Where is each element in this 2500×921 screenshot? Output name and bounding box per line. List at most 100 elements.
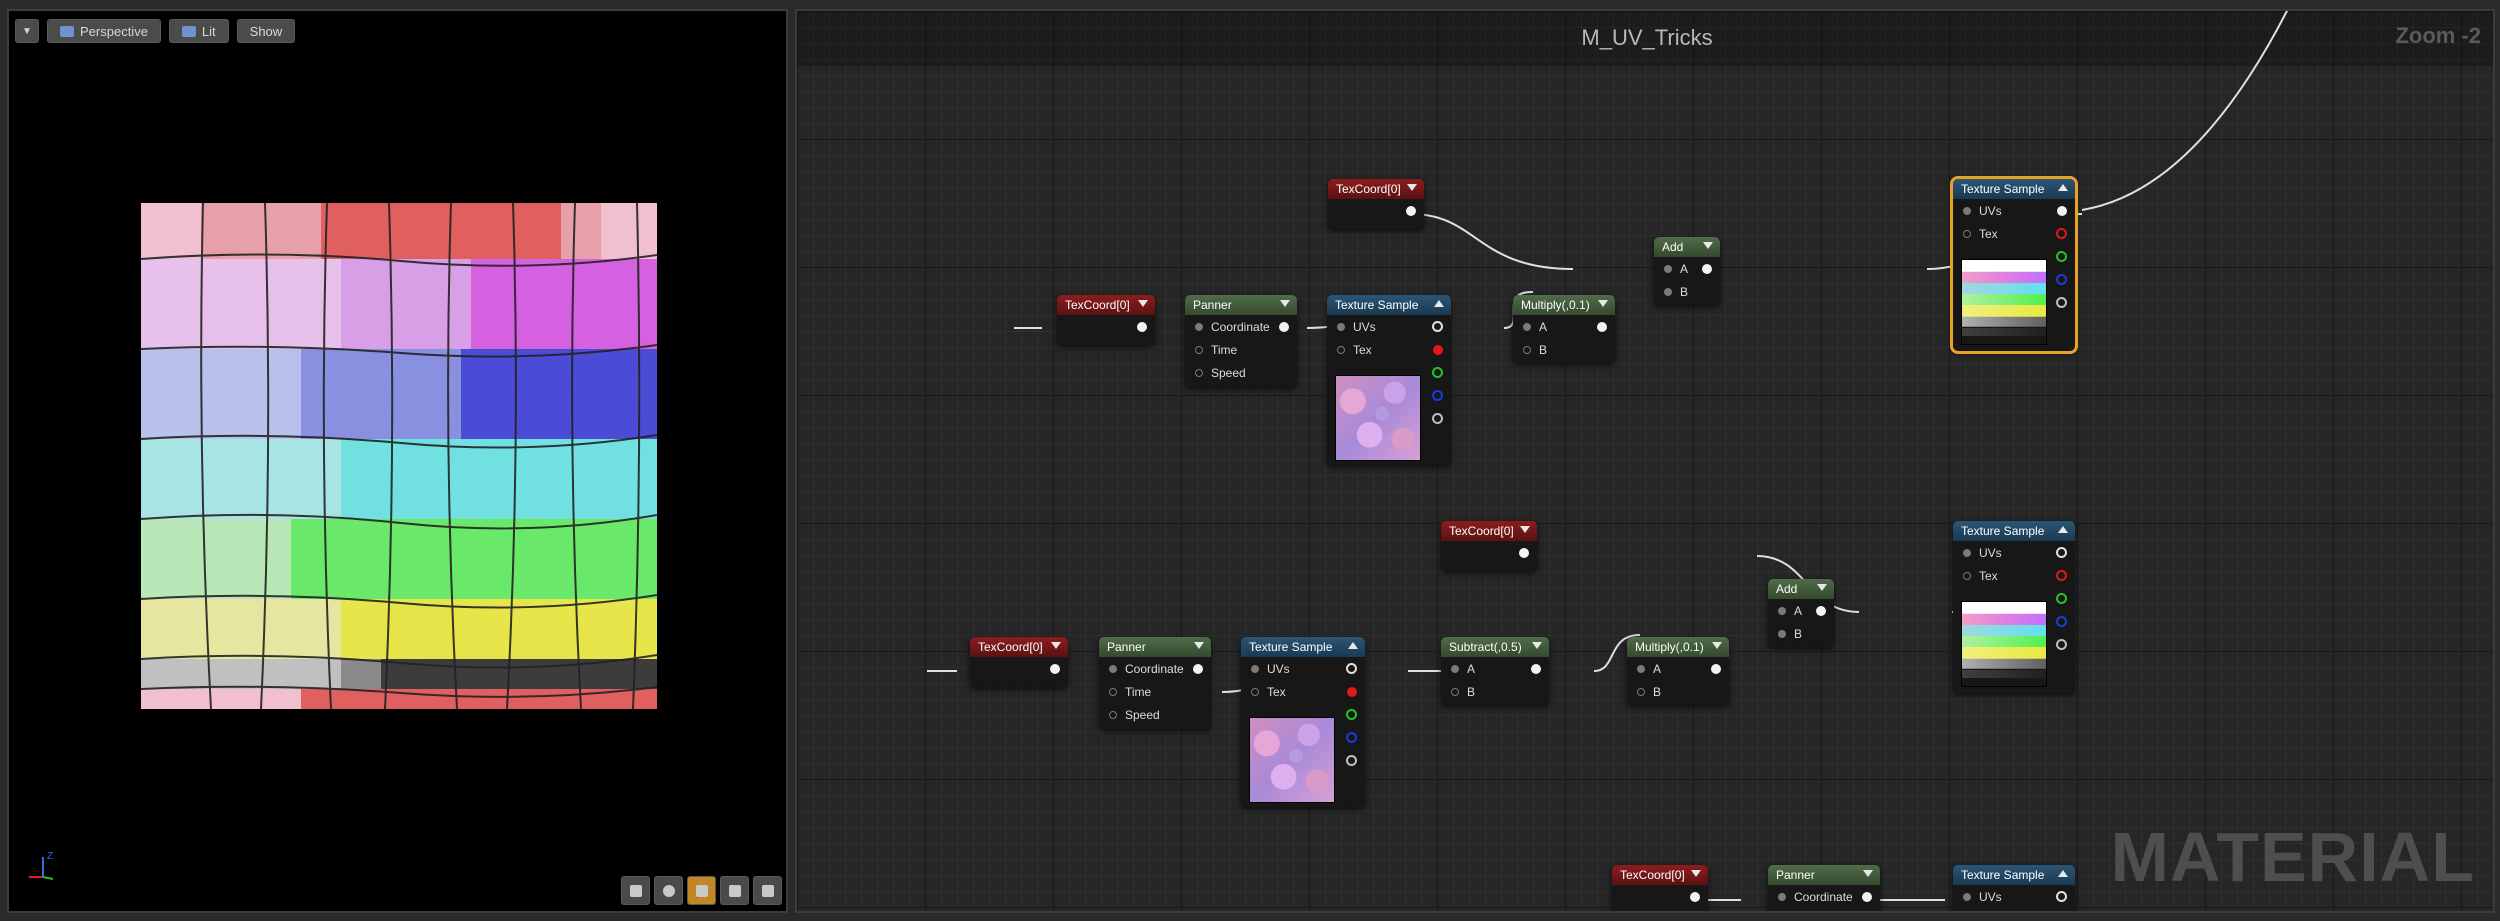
texcoord-node-3[interactable]: TexCoord[0] <box>1441 521 1537 571</box>
texcoord-node-2[interactable]: TexCoord[0] <box>1057 295 1155 345</box>
collapse-icon[interactable] <box>1703 242 1713 249</box>
input-pin[interactable] <box>1195 322 1203 331</box>
collapse-icon[interactable] <box>1051 642 1061 649</box>
collapse-icon[interactable] <box>1280 300 1290 307</box>
input-pin[interactable] <box>1778 629 1786 638</box>
sphere-button[interactable] <box>654 876 683 905</box>
output-pin[interactable] <box>1690 891 1700 902</box>
input-pin[interactable] <box>1195 345 1203 354</box>
show-button[interactable]: Show <box>236 19 296 43</box>
blue-output-pin[interactable] <box>2056 616 2067 627</box>
output-pin[interactable] <box>1137 321 1147 332</box>
texcoord-node-4[interactable]: TexCoord[0] <box>970 637 1068 687</box>
rgb-output-pin[interactable] <box>1346 663 1357 674</box>
input-pin[interactable] <box>1109 710 1117 719</box>
collapse-icon[interactable] <box>2058 870 2068 877</box>
green-output-pin[interactable] <box>2056 593 2067 604</box>
input-pin[interactable] <box>1778 892 1786 901</box>
panner-node-2[interactable]: Panner Coordinate Time Speed <box>1099 637 1211 729</box>
collapse-icon[interactable] <box>1863 870 1873 877</box>
collapse-icon[interactable] <box>1407 184 1417 191</box>
input-pin[interactable] <box>1963 571 1971 580</box>
output-pin[interactable] <box>1711 663 1721 674</box>
input-pin[interactable] <box>1637 687 1645 696</box>
texture-sample-node-3[interactable]: Texture Sample UVs Tex <box>1953 521 2075 693</box>
collapse-icon[interactable] <box>1598 300 1608 307</box>
collapse-icon[interactable] <box>2058 184 2068 191</box>
add-node-2[interactable]: Add A B <box>1768 579 1834 647</box>
green-output-pin[interactable] <box>1432 367 1443 378</box>
texture-sample-node-4[interactable]: Texture Sample UVs Tex <box>1241 637 1365 807</box>
cylinder-button[interactable] <box>621 876 650 905</box>
texture-sample-node-1[interactable]: Texture Sample UVs Tex <box>1327 295 1451 465</box>
collapse-icon[interactable] <box>1520 526 1530 533</box>
input-pin[interactable] <box>1664 264 1672 273</box>
input-pin[interactable] <box>1963 892 1971 901</box>
collapse-icon[interactable] <box>2058 526 2068 533</box>
collapse-icon[interactable] <box>1817 584 1827 591</box>
plane-button[interactable] <box>687 876 716 905</box>
alpha-output-pin[interactable] <box>2056 297 2067 308</box>
texcoord-node-5[interactable]: TexCoord[0] <box>1612 865 1708 911</box>
red-output-pin[interactable] <box>2056 228 2067 239</box>
material-graph[interactable]: M_UV_Tricks Zoom -2 <box>795 9 2495 913</box>
collapse-icon[interactable] <box>1691 870 1701 877</box>
input-pin[interactable] <box>1963 229 1971 238</box>
output-pin[interactable] <box>1050 663 1060 674</box>
output-pin[interactable] <box>1531 663 1541 674</box>
input-pin[interactable] <box>1109 687 1117 696</box>
input-pin[interactable] <box>1451 664 1459 673</box>
collapse-icon[interactable] <box>1712 642 1722 649</box>
add-node-1[interactable]: Add A B <box>1654 237 1720 305</box>
multiply-node-2[interactable]: Multiply(,0.1) A B <box>1627 637 1729 705</box>
input-pin[interactable] <box>1523 345 1531 354</box>
alpha-output-pin[interactable] <box>1346 755 1357 766</box>
output-pin[interactable] <box>1193 663 1203 674</box>
texcoord-node-1[interactable]: TexCoord[0] <box>1328 179 1424 229</box>
texture-sample-node-2[interactable]: Texture Sample UVs Tex <box>1950 176 2078 354</box>
output-pin[interactable] <box>1406 205 1416 216</box>
collapse-icon[interactable] <box>1532 642 1542 649</box>
collapse-icon[interactable] <box>1434 300 1444 307</box>
input-pin[interactable] <box>1251 687 1259 696</box>
rgb-output-pin[interactable] <box>2056 547 2067 558</box>
preview-viewport[interactable]: ▼ Perspective Lit Show <box>7 9 788 913</box>
output-pin[interactable] <box>1702 263 1712 274</box>
viewport-menu-button[interactable]: ▼ <box>15 19 39 43</box>
input-pin[interactable] <box>1963 206 1971 215</box>
green-output-pin[interactable] <box>1346 709 1357 720</box>
input-pin[interactable] <box>1109 664 1117 673</box>
input-pin[interactable] <box>1637 664 1645 673</box>
input-pin[interactable] <box>1451 687 1459 696</box>
rgb-output-pin[interactable] <box>2057 205 2067 216</box>
output-pin[interactable] <box>1816 605 1826 616</box>
multiply-node-1[interactable]: Multiply(,0.1) A B <box>1513 295 1615 363</box>
alpha-output-pin[interactable] <box>1432 413 1443 424</box>
subtract-node[interactable]: Subtract(,0.5) A B <box>1441 637 1549 705</box>
input-pin[interactable] <box>1963 548 1971 557</box>
alpha-output-pin[interactable] <box>2056 639 2067 650</box>
panner-node-3[interactable]: Panner Coordinate <box>1768 865 1880 911</box>
collapse-icon[interactable] <box>1348 642 1358 649</box>
blue-output-pin[interactable] <box>2056 274 2067 285</box>
collapse-icon[interactable] <box>1138 300 1148 307</box>
mesh-button[interactable] <box>753 876 782 905</box>
blue-output-pin[interactable] <box>1432 390 1443 401</box>
red-output-pin[interactable] <box>2056 570 2067 581</box>
blue-output-pin[interactable] <box>1346 732 1357 743</box>
output-pin[interactable] <box>1862 891 1872 902</box>
cube-button[interactable] <box>720 876 749 905</box>
lit-button[interactable]: Lit <box>168 19 229 43</box>
output-pin[interactable] <box>1519 547 1529 558</box>
panner-node-1[interactable]: Panner Coordinate Time Speed <box>1185 295 1297 387</box>
input-pin[interactable] <box>1664 287 1672 296</box>
output-pin[interactable] <box>1597 321 1607 332</box>
red-output-pin[interactable] <box>1433 344 1443 355</box>
input-pin[interactable] <box>1778 606 1786 615</box>
input-pin[interactable] <box>1523 322 1531 331</box>
rgb-output-pin[interactable] <box>2056 891 2067 902</box>
collapse-icon[interactable] <box>1194 642 1204 649</box>
perspective-button[interactable]: Perspective <box>47 19 161 43</box>
input-pin[interactable] <box>1195 368 1203 377</box>
green-output-pin[interactable] <box>2056 251 2067 262</box>
